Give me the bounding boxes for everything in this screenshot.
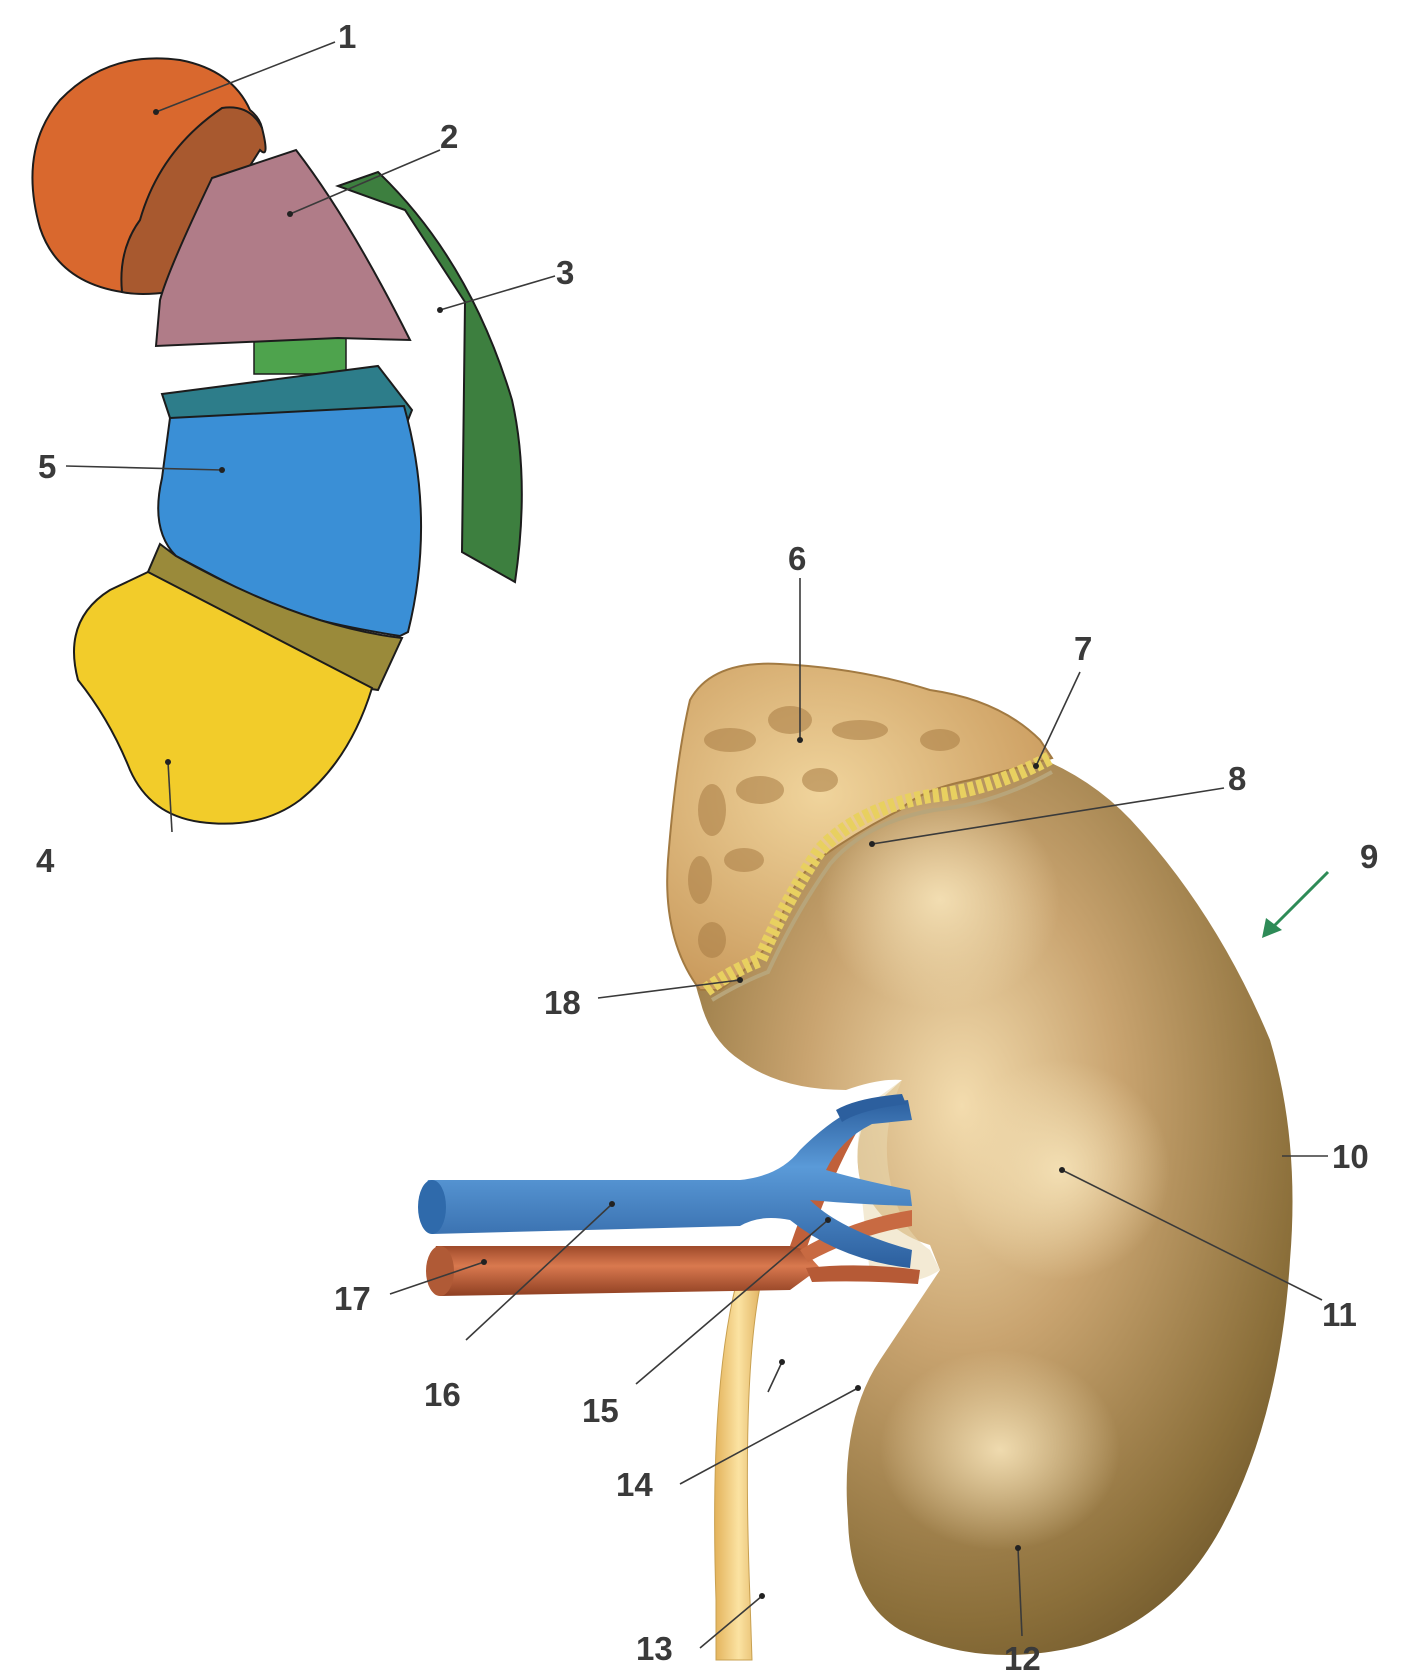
renal-vein-end (418, 1180, 446, 1234)
artery-branch-low (806, 1265, 920, 1284)
label-13: 13 (636, 1630, 673, 1667)
label-9: 9 (1360, 838, 1378, 875)
segment-schematic (32, 58, 521, 823)
label-15: 15 (582, 1392, 619, 1429)
kidney-highlight-lower (880, 1350, 1120, 1550)
label-17: 17 (334, 1280, 371, 1317)
renal-artery (431, 1246, 820, 1296)
segment-3-connector (254, 338, 346, 374)
label-12: 12 (1004, 1640, 1041, 1677)
view-direction-arrow-line (1272, 872, 1328, 928)
label-10: 10 (1332, 1138, 1369, 1175)
label-16: 16 (424, 1376, 461, 1413)
label-4: 4 (36, 842, 55, 879)
kidney-illustration (418, 664, 1328, 1660)
label-1: 1 (338, 18, 356, 55)
label-8: 8 (1228, 760, 1246, 797)
label-14: 14 (616, 1466, 653, 1503)
label-11: 11 (1322, 1296, 1357, 1333)
renal-artery-end (426, 1246, 454, 1296)
label-18: 18 (544, 984, 581, 1021)
label-3: 3 (556, 254, 574, 291)
label-7: 7 (1074, 630, 1092, 667)
renal-vein (422, 1100, 912, 1268)
label-5: 5 (38, 448, 56, 485)
label-2: 2 (440, 118, 458, 155)
label-6: 6 (788, 540, 806, 577)
